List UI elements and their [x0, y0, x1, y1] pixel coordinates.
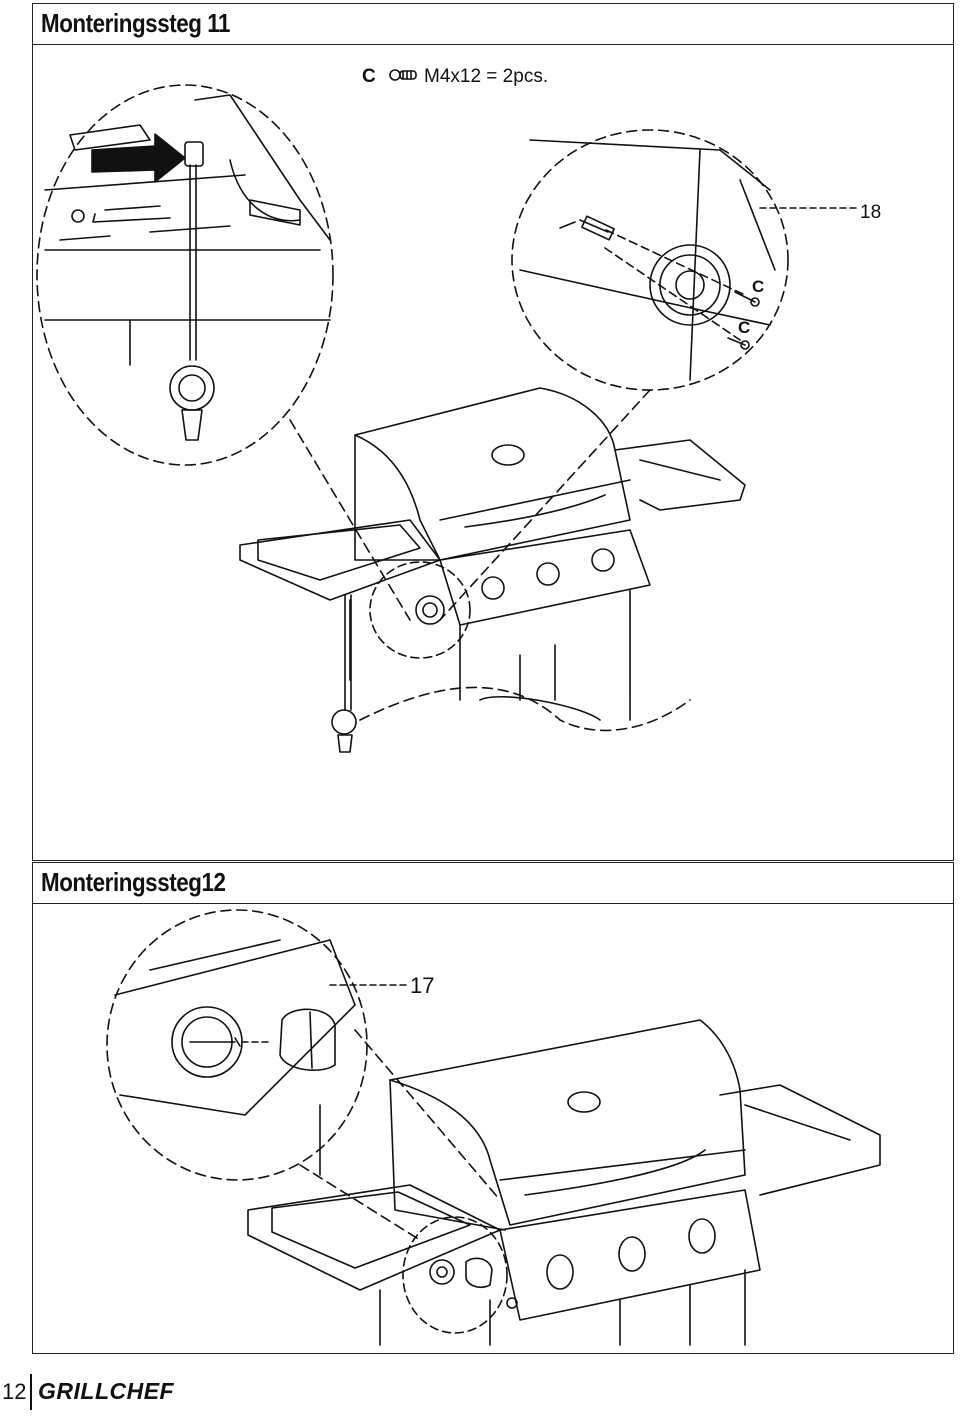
knob-detail-circle	[106, 909, 411, 1181]
step-12-title: Monteringssteg12	[41, 867, 226, 897]
step-12-panel: Monteringssteg12	[32, 862, 954, 1354]
step-12-header: Monteringssteg12	[33, 863, 953, 904]
arrow-icon	[91, 133, 186, 183]
hose-detail-circle	[36, 84, 334, 466]
grill-step12	[247, 1019, 881, 1346]
page-number: 12	[2, 1379, 27, 1404]
step-11-panel: Monteringssteg 11	[32, 3, 954, 861]
brand-logo: GRILLCHEF	[38, 1378, 175, 1404]
grill-step11	[239, 387, 746, 753]
step-11-title: Monteringssteg 11	[41, 8, 231, 38]
callout-c-upper: C	[752, 277, 764, 296]
hardware-spec: M4x12 = 2pcs.	[424, 66, 548, 87]
callout-c-lower: C	[738, 318, 750, 337]
callout-17: 17	[410, 973, 434, 998]
callout-18: 18	[860, 202, 881, 223]
hardware-letter: C	[362, 66, 376, 87]
knob-mount-detail-circle	[511, 129, 861, 391]
step-11-header: Monteringssteg 11	[33, 4, 953, 45]
bolt-icon	[389, 69, 417, 81]
footer-divider	[30, 1374, 32, 1410]
